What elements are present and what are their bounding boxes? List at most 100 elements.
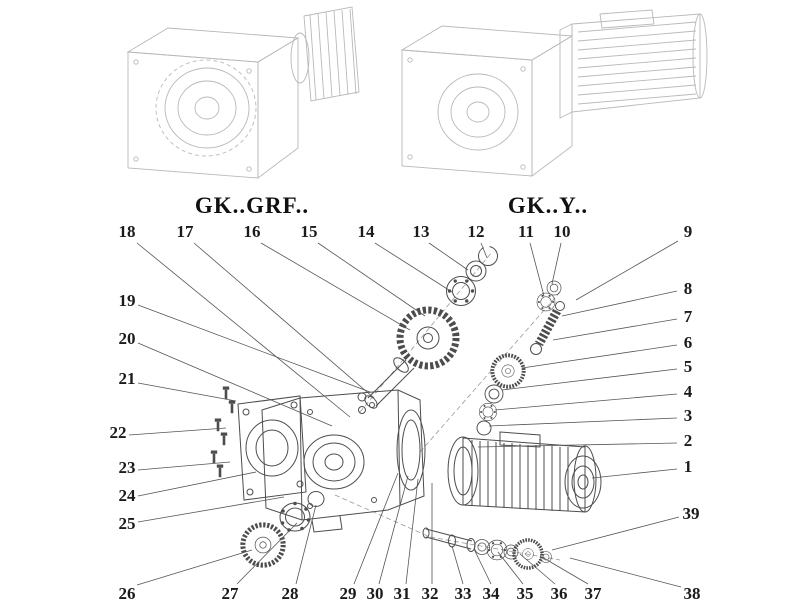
part-callout-5: 5 [683, 357, 693, 376]
leader-line-5 [501, 368, 678, 391]
leader-line-39 [551, 516, 680, 551]
part-callout-8: 8 [683, 279, 693, 298]
part-callout-13: 13 [412, 222, 430, 241]
part-callout-9: 9 [683, 222, 693, 241]
leader-line-19 [137, 304, 371, 393]
leader-line-20 [137, 342, 333, 427]
leader-line-34 [473, 548, 492, 585]
variant-label-gk-grf: GK..GRF.. [194, 193, 310, 218]
bearing-lower [478, 402, 498, 422]
leader-line-2 [477, 442, 678, 448]
seal-ring [476, 420, 492, 436]
leader-line-27 [236, 522, 298, 585]
flange-plate [237, 395, 307, 501]
spacer-washer [484, 384, 504, 404]
part-callout-2: 2 [683, 431, 693, 450]
leader-line-17 [193, 242, 375, 399]
leader-line-11 [529, 242, 545, 297]
leader-line-12 [480, 242, 488, 259]
leader-line-28 [295, 504, 317, 585]
leader-line-21 [137, 382, 237, 402]
part-callout-4: 4 [683, 382, 693, 401]
exploded-view [210, 246, 602, 570]
part-callout-33: 33 [454, 584, 472, 600]
pinion-shaft [530, 301, 565, 355]
washer-small [546, 280, 562, 296]
part-callout-23: 23 [118, 458, 136, 477]
part-callout-31: 31 [393, 584, 411, 600]
part-callout-18: 18 [118, 222, 136, 241]
part-callout-19: 19 [118, 291, 136, 310]
leader-line-36 [519, 553, 556, 585]
leader-line-35 [497, 551, 524, 585]
leader-line-8 [561, 290, 678, 317]
part-callout-38: 38 [683, 584, 701, 600]
bearing-small [536, 292, 556, 312]
leader-line-4 [494, 393, 678, 411]
leader-line-14 [374, 242, 453, 293]
part-callout-25: 25 [118, 514, 136, 533]
leader-line-30 [378, 475, 409, 585]
input-shaft [358, 357, 415, 414]
part-callout-3: 3 [683, 406, 693, 425]
leader-line-1 [591, 468, 678, 479]
output-gear [243, 525, 283, 565]
part-callout-22: 22 [109, 423, 127, 442]
leader-line-25 [137, 496, 285, 523]
part-callout-16: 16 [243, 222, 261, 241]
leader-line-6 [521, 344, 678, 369]
part-callout-11: 11 [517, 222, 535, 241]
part-callout-30: 30 [366, 584, 384, 600]
part-callout-29: 29 [339, 584, 357, 600]
main-gear [400, 310, 456, 366]
part-callout-28: 28 [281, 584, 299, 600]
part-callout-7: 7 [683, 307, 693, 326]
leader-line-10 [551, 242, 562, 285]
part-callout-26: 26 [118, 584, 136, 600]
leader-line-29 [353, 472, 399, 585]
leader-line-22 [128, 427, 227, 436]
part-callout-17: 17 [176, 222, 194, 241]
housing [261, 389, 426, 533]
intermediate-gear [490, 353, 526, 389]
leader-line-38 [569, 557, 682, 588]
part-callout-32: 32 [421, 584, 439, 600]
variant-label-gk-y: GK..Y.. [507, 193, 589, 218]
leader-lines [128, 240, 682, 588]
leader-line-9 [575, 240, 679, 301]
leader-line-18 [136, 242, 351, 418]
gearbox-y-drawing [400, 9, 708, 177]
part-callout-24: 24 [118, 486, 136, 505]
leader-line-3 [488, 417, 678, 427]
leader-line-33 [451, 545, 464, 585]
leader-line-24 [137, 471, 257, 497]
snap-ring [478, 246, 498, 266]
part-callout-36: 36 [550, 584, 568, 600]
part-callout-37: 37 [584, 584, 602, 600]
bearing-cage [279, 491, 325, 532]
leader-line-26 [136, 549, 253, 586]
leader-line-16 [260, 242, 411, 331]
part-callout-14: 14 [357, 222, 375, 241]
motor [447, 431, 602, 513]
leader-line-37 [541, 556, 589, 585]
part-callout-21: 21 [118, 369, 136, 388]
part-callout-10: 10 [553, 222, 571, 241]
part-callout-15: 15 [300, 222, 318, 241]
part-callout-27: 27 [221, 584, 239, 600]
part-callout-12: 12 [467, 222, 485, 241]
leader-line-31 [405, 478, 419, 585]
leader-line-13 [428, 242, 469, 271]
part-callout-39: 39 [682, 504, 700, 523]
leader-line-7 [552, 318, 678, 341]
gearbox-grf-drawing [126, 6, 360, 179]
part-callout-20: 20 [118, 329, 136, 348]
leader-line-23 [137, 461, 231, 471]
part-callout-34: 34 [482, 584, 500, 600]
leader-line-15 [317, 242, 426, 317]
part-callout-1: 1 [683, 457, 693, 476]
output-shaft-assembly [422, 527, 552, 570]
part-callout-35: 35 [516, 584, 534, 600]
